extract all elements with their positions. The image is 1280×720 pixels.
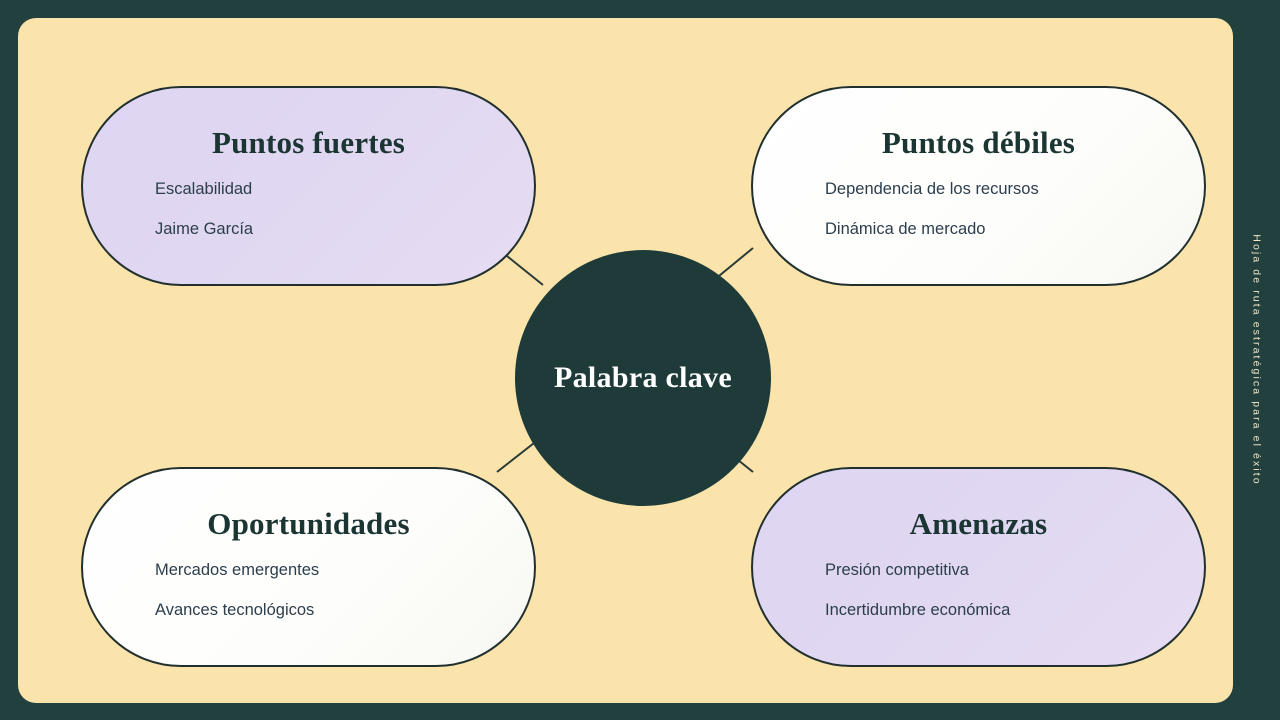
- node-threats-item: Incertidumbre económica: [825, 600, 1011, 619]
- node-opportunities-item: Mercados emergentes: [155, 561, 320, 579]
- node-strengths[interactable]: Puntos fuertes Escalabilidad Jaime Garcí…: [81, 86, 536, 286]
- center-keyword-label: Palabra clave: [553, 361, 733, 394]
- node-opportunities[interactable]: Oportunidades Mercados emergentes Avance…: [81, 467, 536, 667]
- node-strengths-title: Puntos fuertes: [211, 125, 406, 160]
- node-threats-items: Presión competitiva Incertidumbre económ…: [753, 562, 1204, 618]
- node-opportunities-item: Avances tecnológicos: [155, 600, 315, 619]
- side-caption: Hoja de ruta estratégica para el éxito: [1233, 0, 1280, 720]
- slide-card: Puntos fuertes Escalabilidad Jaime Garcí…: [18, 18, 1233, 703]
- node-strengths-items: Escalabilidad Jaime García: [83, 181, 534, 237]
- side-caption-text: Hoja de ruta estratégica para el éxito: [1250, 234, 1263, 486]
- node-threats-item: Presión competitiva: [825, 561, 969, 579]
- node-weaknesses-items: Dependencia de los recursos Dinámica de …: [753, 181, 1204, 237]
- node-weaknesses[interactable]: Puntos débiles Dependencia de los recurs…: [751, 86, 1206, 286]
- node-strengths-item: Jaime García: [155, 219, 254, 238]
- node-weaknesses-item: Dependencia de los recursos: [825, 180, 1039, 198]
- node-strengths-item: Escalabilidad: [155, 180, 253, 198]
- node-threats-title: Amenazas: [909, 506, 1048, 541]
- node-center-keyword[interactable]: Palabra clave: [515, 250, 771, 506]
- node-weaknesses-item: Dinámica de mercado: [825, 219, 986, 238]
- node-weaknesses-title: Puntos débiles: [881, 125, 1076, 160]
- node-opportunities-items: Mercados emergentes Avances tecnológicos: [83, 562, 534, 618]
- node-opportunities-title: Oportunidades: [207, 506, 410, 541]
- node-threats[interactable]: Amenazas Presión competitiva Incertidumb…: [751, 467, 1206, 667]
